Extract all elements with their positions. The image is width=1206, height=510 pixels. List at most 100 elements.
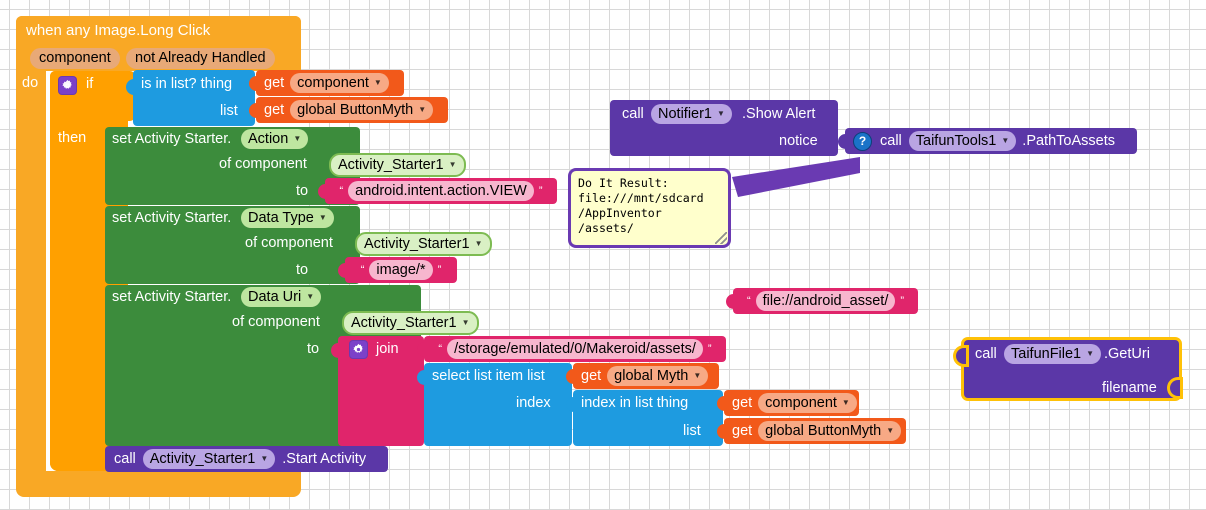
chevron-down-icon: ▼ xyxy=(448,160,457,169)
setter-datauri-property-dropdown[interactable]: Data Uri ▼ xyxy=(241,287,322,307)
get-variable-name-4: component xyxy=(765,395,837,411)
get-block-global-buttonmyth-1[interactable]: get global ButtonMyth ▼ xyxy=(256,97,448,123)
get-block-global-myth-plug xyxy=(566,369,575,384)
do-it-result-bubble[interactable]: Do It Result: file:///mnt/sdcard /AppInv… xyxy=(568,168,731,248)
get-block-global-buttonmyth-2[interactable]: get global ButtonMyth ▼ xyxy=(724,418,906,444)
taifuntools-component-dropdown[interactable]: TaifunTools1 ▼ xyxy=(908,131,1017,151)
setter-datatype-of-component-label: of component xyxy=(245,235,333,251)
start-activity-method: .Start Activity xyxy=(282,450,367,467)
get-variable-name-1: component xyxy=(297,75,369,91)
chevron-down-icon: ▼ xyxy=(260,454,269,463)
is-in-list-left-plug xyxy=(126,79,135,95)
chevron-down-icon: ▼ xyxy=(418,105,427,114)
chevron-down-icon: ▼ xyxy=(693,371,702,380)
setter-action-to-label: to xyxy=(296,183,309,199)
call-label-start-activity: call xyxy=(114,450,136,467)
index-in-list-block[interactable] xyxy=(573,390,723,446)
chevron-down-icon: ▼ xyxy=(886,426,895,435)
text-block-2-plug xyxy=(338,263,347,278)
get-variable-name-3: global Myth xyxy=(614,368,689,384)
get-label-2: get xyxy=(264,101,285,118)
notifier-component-dropdown[interactable]: Notifier1 ▼ xyxy=(651,104,732,124)
resize-handle-icon[interactable] xyxy=(715,232,727,244)
chevron-down-icon: ▼ xyxy=(306,292,315,301)
text-block-1-plug xyxy=(318,184,327,199)
get-block-global-myth[interactable]: get global Myth ▼ xyxy=(573,363,719,389)
chevron-down-icon: ▼ xyxy=(841,398,850,407)
is-in-list-block[interactable] xyxy=(133,70,255,126)
help-question-icon[interactable]: ? xyxy=(853,131,872,151)
setter-datauri-set-label: set Activity Starter. xyxy=(112,289,232,305)
taifuntools-call-label: call xyxy=(880,132,902,149)
taifuntools-method: .PathToAssets xyxy=(1022,132,1115,149)
text-value-field-1[interactable]: android.intent.action.VIEW xyxy=(348,181,534,201)
setter-action-property-dropdown[interactable]: Action ▼ xyxy=(241,129,309,149)
text-block-android-intent-action-view[interactable]: “ android.intent.action.VIEW ” xyxy=(325,178,557,204)
get-variable-name-2: global ButtonMyth xyxy=(297,102,414,118)
chevron-down-icon: ▼ xyxy=(717,109,725,118)
chevron-down-icon: ▼ xyxy=(318,213,327,222)
get-variable-dropdown-2[interactable]: global ButtonMyth ▼ xyxy=(290,100,434,120)
open-quote-glyph: “ xyxy=(360,263,365,276)
setter-datauri-component-dropdown[interactable]: Activity_Starter1 ▼ xyxy=(342,311,479,335)
select-list-item-block[interactable] xyxy=(424,363,572,446)
index-in-list-thing-label: index in list thing xyxy=(581,395,689,411)
event-block-title: when any Image.Long Click xyxy=(26,22,211,39)
mutator-gear-icon[interactable] xyxy=(58,76,77,97)
chevron-down-icon: ▼ xyxy=(1086,349,1095,358)
control-if-label: if xyxy=(86,76,94,92)
text-value-4: file://android_asset/ xyxy=(762,293,889,309)
join-mutator-gear-icon[interactable] xyxy=(349,340,368,361)
taifunfile-filename-label: filename xyxy=(1102,380,1157,396)
get-variable-dropdown-3[interactable]: global Myth ▼ xyxy=(607,366,709,386)
setter-datatype-set-label: set Activity Starter. xyxy=(112,210,232,226)
setter-datatype-property-dropdown[interactable]: Data Type ▼ xyxy=(241,208,334,228)
close-quote-glyph: ” xyxy=(900,294,905,307)
text-value-3: /storage/emulated/0/Makeroid/assets/ xyxy=(454,341,696,357)
event-param-not-already-handled-label: not Already Handled xyxy=(135,50,266,67)
get-label-3: get xyxy=(581,367,602,384)
setter-datauri-property: Data Uri xyxy=(248,289,302,305)
setter-datauri-of-component-label: of component xyxy=(232,314,320,330)
text-block-storage-path[interactable]: “ /storage/emulated/0/Makeroid/assets/ ” xyxy=(424,336,726,362)
text-value-field-3[interactable]: /storage/emulated/0/Makeroid/assets/ xyxy=(447,339,703,359)
setter-action-component: Activity_Starter1 xyxy=(338,157,444,173)
select-list-item-index-label: index xyxy=(516,395,551,411)
taifunfile-method: .GetUri xyxy=(1104,346,1150,362)
select-list-item-plug xyxy=(417,370,426,385)
join-label: join xyxy=(376,341,399,357)
taifunfile-component-dropdown[interactable]: TaifunFile1 ▼ xyxy=(1004,344,1102,364)
event-do-label: do xyxy=(22,75,39,91)
text-value-field-4[interactable]: file://android_asset/ xyxy=(755,291,896,311)
chevron-down-icon: ▼ xyxy=(474,239,483,248)
taifuntools-component: TaifunTools1 xyxy=(915,133,997,149)
get-block-global-buttonmyth-1-plug xyxy=(249,103,258,118)
notifier-call-label: call xyxy=(622,106,644,122)
text-block-image-mime[interactable]: “ image/* ” xyxy=(345,257,457,283)
text-block-4-plug xyxy=(726,294,735,309)
setter-block-action[interactable] xyxy=(105,127,360,205)
text-block-android-asset[interactable]: “ file://android_asset/ ” xyxy=(733,288,918,314)
is-in-list-list-label: list xyxy=(220,103,238,119)
get-variable-dropdown-4[interactable]: component ▼ xyxy=(758,393,857,413)
select-list-item-list-label: select list item list xyxy=(432,368,545,384)
text-value-2: image/* xyxy=(376,262,426,278)
text-value-field-2[interactable]: image/* xyxy=(369,260,433,280)
call-activity-starter-start-activity-block[interactable]: call Activity_Starter1 ▼ .Start Activity xyxy=(105,446,388,472)
start-activity-component-dropdown[interactable]: Activity_Starter1 ▼ xyxy=(142,449,276,469)
get-block-component-2[interactable]: get component ▼ xyxy=(724,390,859,416)
call-taifuntools-pathtoassets-block[interactable]: ? call TaifunTools1 ▼ .PathToAssets xyxy=(845,128,1137,154)
get-block-component-1[interactable]: get component ▼ xyxy=(256,70,404,96)
chevron-down-icon: ▼ xyxy=(293,134,302,143)
taifunfile-filename-socket[interactable] xyxy=(1170,380,1180,396)
setter-datatype-component-dropdown[interactable]: Activity_Starter1 ▼ xyxy=(355,232,492,256)
get-variable-dropdown-5[interactable]: global ButtonMyth ▼ xyxy=(758,421,902,441)
open-quote-glyph: “ xyxy=(339,184,344,197)
event-block-footer xyxy=(16,471,301,497)
taifunfile-left-plug xyxy=(956,348,966,364)
get-variable-dropdown-1[interactable]: component ▼ xyxy=(290,73,389,93)
notifier-component: Notifier1 xyxy=(658,106,712,122)
setter-action-component-dropdown[interactable]: Activity_Starter1 ▼ xyxy=(329,153,466,177)
index-in-list-plug xyxy=(566,397,575,412)
